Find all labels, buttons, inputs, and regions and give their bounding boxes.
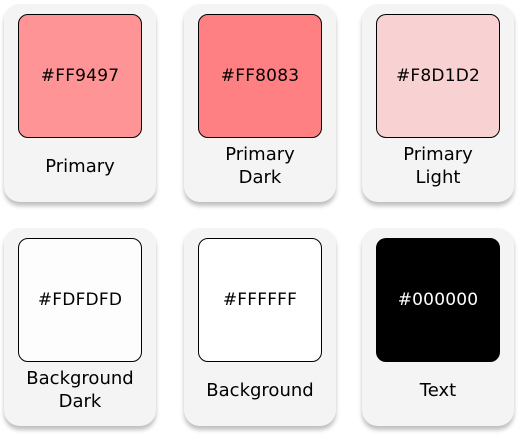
hex-code: #FDFDFD	[37, 290, 123, 310]
hex-code: #FFFFFF	[222, 290, 298, 310]
color-name: Background Dark	[26, 368, 134, 412]
color-name: Background	[206, 379, 314, 401]
color-swatch: #F8D1D2	[376, 14, 500, 138]
color-name: Primary Light	[403, 144, 473, 188]
color-card-primary-light: #F8D1D2 Primary Light	[362, 4, 514, 202]
color-card-background-dark: #FDFDFD Background Dark	[4, 228, 156, 426]
color-card-background: #FFFFFF Background	[184, 228, 336, 426]
color-name: Primary Dark	[225, 144, 295, 188]
color-swatch: #FDFDFD	[18, 238, 142, 362]
color-card-primary: #FF9497 Primary	[4, 4, 156, 202]
color-swatch: #FF8083	[198, 14, 322, 138]
hex-code: #F8D1D2	[395, 66, 481, 86]
color-swatch: #FF9497	[18, 14, 142, 138]
hex-code: #000000	[397, 290, 479, 310]
color-swatch: #000000	[376, 238, 500, 362]
hex-code: #FF9497	[40, 66, 120, 86]
color-card-text: #000000 Text	[362, 228, 514, 426]
color-swatch: #FFFFFF	[198, 238, 322, 362]
color-name: Text	[419, 379, 457, 401]
color-card-primary-dark: #FF8083 Primary Dark	[184, 4, 336, 202]
hex-code: #FF8083	[220, 66, 300, 86]
color-name: Primary	[45, 155, 115, 177]
